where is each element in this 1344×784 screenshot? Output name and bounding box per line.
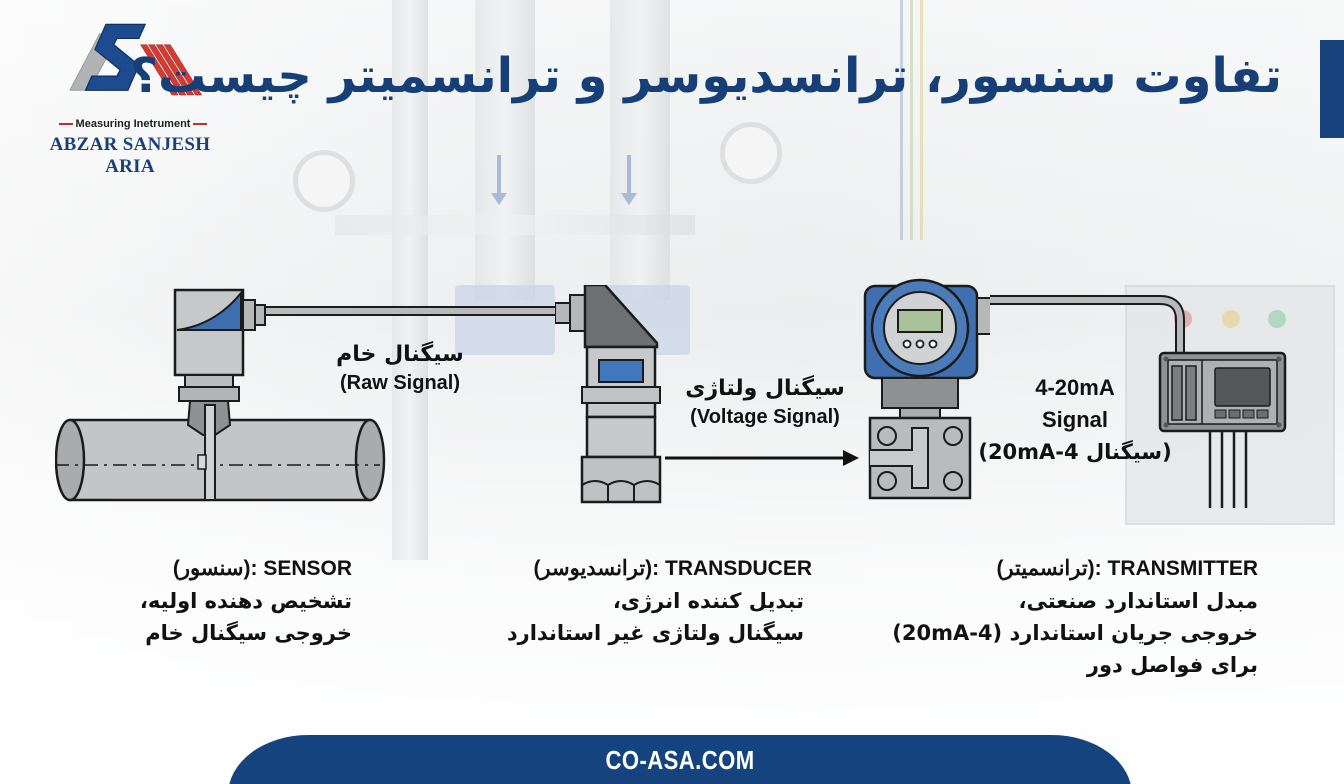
controller-panel-icon <box>1158 351 1287 508</box>
transmitter-device-icon <box>863 278 990 500</box>
raw-signal-label: سیگنال خام (Raw Signal) <box>336 342 464 394</box>
voltage-signal-label: سیگنال ولتاژی (Voltage Signal) <box>685 376 845 428</box>
sensor-device-icon <box>55 288 386 502</box>
transmitter-description: TRANSMITTER :(ترانسمیتر) مبدل استاندارد … <box>892 557 1258 677</box>
company-logo-icon <box>69 23 203 96</box>
signal-arrow-icon <box>665 450 859 466</box>
current-signal-label: 4-20mA Signal (سیگنال 4-20mA) <box>978 375 1172 464</box>
title-accent-bar <box>1320 40 1344 138</box>
sensor-description: SENSOR :(سنسور) تشخیص دهنده اولیه، خروجی… <box>139 557 352 645</box>
logo-tagline: Measuring Inetrument <box>48 118 218 130</box>
sensor-cable <box>265 306 565 316</box>
transducer-device-icon <box>555 285 662 504</box>
footer-banner: CO-ASA.COM <box>228 735 1132 784</box>
transmitter-cable <box>990 295 1185 352</box>
page-title: تفاوت سنسور، ترانسدیوسر و ترانسمیتر چیست… <box>130 48 1283 104</box>
website-link[interactable]: CO-ASA.COM <box>605 745 755 775</box>
logo-company-name: ABZAR SANJESH ARIA <box>49 134 211 177</box>
transducer-description: TRANSDUCER :(ترانسدیوسر) تبدیل کننده انر… <box>506 557 812 645</box>
